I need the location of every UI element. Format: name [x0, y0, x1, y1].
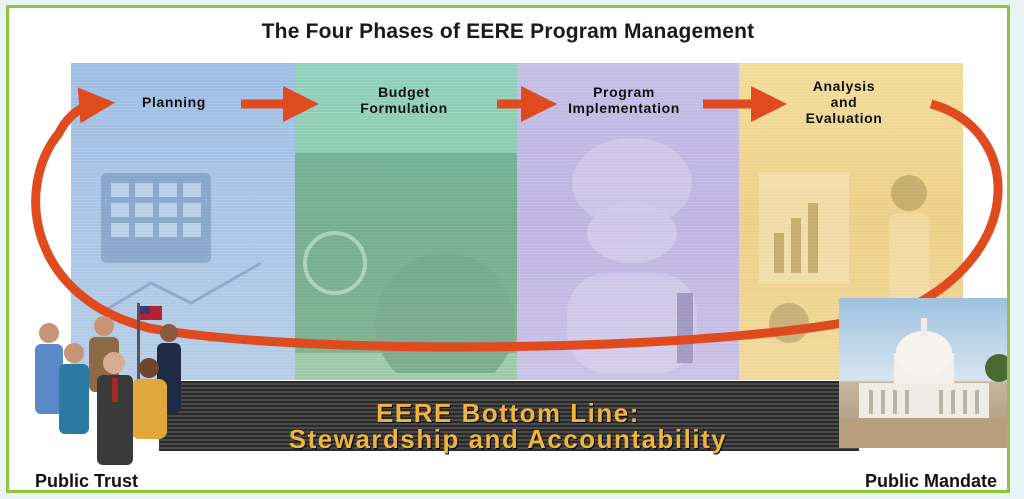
public-mandate-label: Public Mandate — [864, 471, 997, 491]
process-cycle-arrows — [31, 86, 1003, 352]
presentation-meeting-photo — [759, 173, 929, 343]
phase-label-budget-formulation: Budget Formulation — [304, 84, 504, 116]
phase-label-program-implementation: Program Implementation — [524, 84, 724, 116]
page-title: The Four Phases of EERE Program Manageme… — [261, 20, 755, 43]
bottom-line-banner — [159, 381, 859, 451]
implementation-phase-panel — [517, 63, 739, 380]
phase-label-line: Implementation — [568, 100, 680, 116]
phase-label-line: Program — [593, 84, 655, 100]
capitol-dome-icon — [839, 318, 1007, 448]
phase-label-line: Formulation — [360, 100, 448, 116]
bottom-line-heading: EERE Bottom Line: — [376, 398, 640, 428]
calculator-and-charts-photo — [100, 173, 262, 315]
phase-label-line: Planning — [142, 94, 206, 110]
public-people-photo — [35, 303, 181, 465]
phase-label-planning: Planning — [74, 94, 274, 110]
capitol-building-photo — [839, 298, 1007, 448]
phase-label-line: and — [830, 94, 858, 110]
phase-label-line: Evaluation — [805, 110, 883, 126]
phase-label-line: Analysis — [812, 78, 876, 94]
public-trust-label: Public Trust — [35, 471, 139, 491]
panel-scanlines — [295, 63, 517, 380]
phase-label-line: Budget — [378, 84, 430, 100]
diagram-frame: The Four Phases of EERE Program Manageme… — [6, 5, 1010, 493]
bottom-line-subheading: Stewardship and Accountability — [288, 424, 728, 454]
return-loop-arrow — [31, 87, 1003, 352]
phase-label-analysis-evaluation: Analysis and Evaluation — [744, 78, 944, 126]
